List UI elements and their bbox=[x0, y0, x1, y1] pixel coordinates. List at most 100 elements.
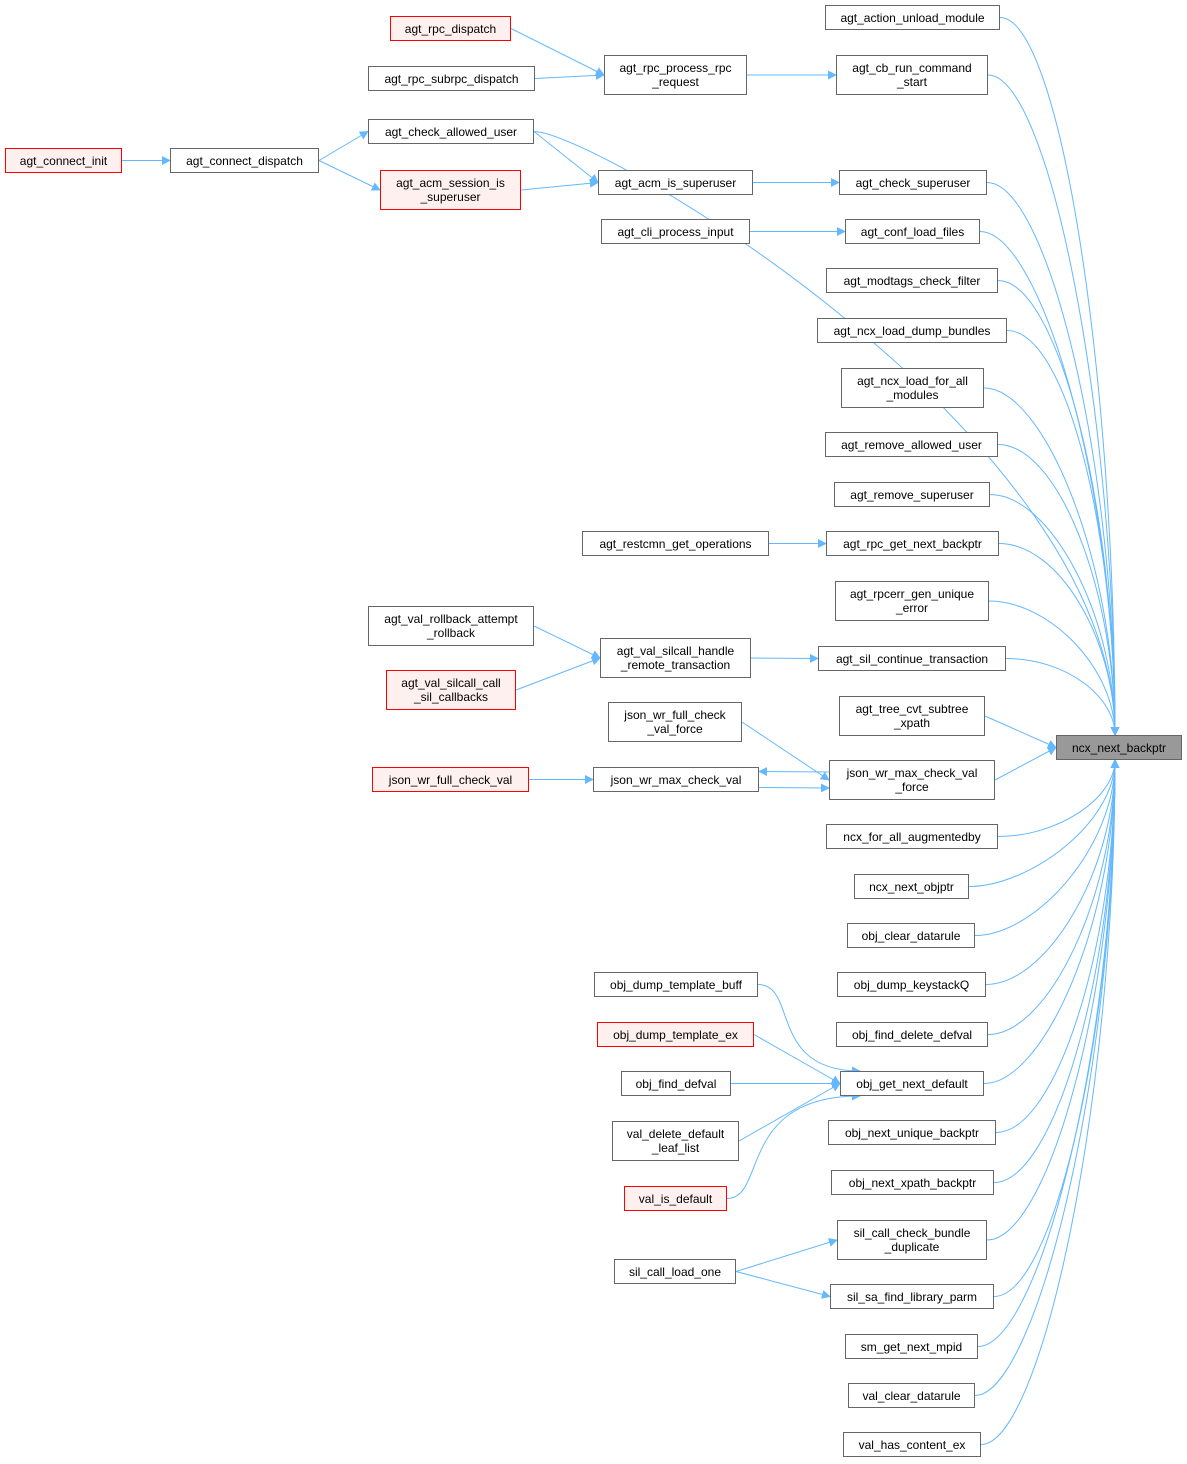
caller-node-agt_rpc_subrpc_dispatch[interactable]: agt_rpc_subrpc_dispatch bbox=[368, 66, 535, 91]
node-label: agt_restcmn_get_operations bbox=[599, 536, 752, 551]
node-label: agt_sil_continue_transaction bbox=[835, 651, 989, 666]
caller-node-agt_val_rollback_attempt_rollback[interactable]: agt_val_rollback_attempt_rollback bbox=[368, 606, 534, 646]
caller-node-json_wr_max_check_val[interactable]: json_wr_max_check_val bbox=[593, 767, 759, 792]
caller-node-obj_find_defval[interactable]: obj_find_defval bbox=[621, 1071, 731, 1096]
caller-node-obj_clear_datarule[interactable]: obj_clear_datarule bbox=[847, 923, 975, 948]
caller-node-obj_find_delete_defval[interactable]: obj_find_delete_defval bbox=[836, 1022, 988, 1047]
caller-node-val_delete_default_leaf_list[interactable]: val_delete_default_leaf_list bbox=[612, 1121, 739, 1161]
caller-node-agt_cb_run_command_start[interactable]: agt_cb_run_command_start bbox=[836, 55, 988, 95]
caller-node-sil_call_check_bundle_duplicate[interactable]: sil_call_check_bundle_duplicate bbox=[837, 1220, 987, 1260]
node-label: agt_modtags_check_filter bbox=[843, 273, 981, 288]
caller-node-sm_get_next_mpid[interactable]: sm_get_next_mpid bbox=[845, 1334, 978, 1359]
caller-node-agt_remove_allowed_user[interactable]: agt_remove_allowed_user bbox=[825, 432, 998, 457]
call-edge bbox=[318, 131, 369, 161]
caller-node-ncx_for_all_augmentedby[interactable]: ncx_for_all_augmentedby bbox=[826, 824, 998, 849]
caller-node-agt_acm_is_superuser[interactable]: agt_acm_is_superuser bbox=[598, 170, 753, 195]
node-label: agt_rpc_get_next_backptr bbox=[843, 536, 982, 551]
caller-node-agt_restcmn_get_operations[interactable]: agt_restcmn_get_operations bbox=[582, 531, 769, 556]
call-edge bbox=[983, 387, 1120, 736]
node-label: agt_ncx_load_for_all bbox=[857, 374, 968, 388]
call-edge bbox=[994, 747, 1057, 781]
caller-node-val_has_content_ex[interactable]: val_has_content_ex bbox=[843, 1432, 981, 1457]
caller-node-agt_ncx_load_for_all_modules[interactable]: agt_ncx_load_for_all_modules bbox=[841, 368, 984, 408]
node-label: _remote_transaction bbox=[620, 658, 731, 672]
caller-node-agt_tree_cvt_subtree_xpath[interactable]: agt_tree_cvt_subtree_xpath bbox=[839, 696, 985, 736]
caller-node-agt_rpc_process_rpc_request[interactable]: agt_rpc_process_rpc_request bbox=[604, 55, 747, 95]
caller-node-agt_val_silcall_call_sil_callbacks[interactable]: agt_val_silcall_call_sil_callbacks bbox=[386, 670, 516, 710]
call-edge bbox=[997, 759, 1120, 837]
call-edge bbox=[997, 280, 1120, 736]
call-edge bbox=[974, 759, 1120, 1396]
node-label: agt_check_superuser bbox=[855, 175, 971, 190]
caller-node-val_clear_datarule[interactable]: val_clear_datarule bbox=[848, 1383, 975, 1408]
node-label: val_delete_default bbox=[626, 1127, 725, 1141]
caller-node-agt_val_silcall_handle_remote_transaction[interactable]: agt_val_silcall_handle_remote_transactio… bbox=[600, 638, 751, 678]
node-label: _rollback bbox=[426, 626, 476, 640]
node-label: agt_rpcerr_gen_unique bbox=[849, 587, 975, 601]
node-label: agt_tree_cvt_subtree bbox=[855, 702, 969, 716]
call-edge bbox=[968, 759, 1120, 887]
call-edge bbox=[986, 759, 1120, 1241]
caller-node-agt_sil_continue_transaction[interactable]: agt_sil_continue_transaction bbox=[818, 646, 1006, 671]
caller-node-json_wr_full_check_val_force[interactable]: json_wr_full_check_val_force bbox=[608, 702, 742, 742]
node-label: agt_check_allowed_user bbox=[384, 124, 518, 139]
caller-node-agt_remove_superuser[interactable]: agt_remove_superuser bbox=[834, 482, 990, 507]
caller-node-agt_connect_init[interactable]: agt_connect_init bbox=[5, 148, 122, 173]
call-edge bbox=[534, 70, 605, 80]
node-label: agt_remove_superuser bbox=[850, 487, 974, 502]
node-label: agt_acm_is_superuser bbox=[614, 175, 737, 190]
caller-node-agt_rpc_get_next_backptr[interactable]: agt_rpc_get_next_backptr bbox=[826, 531, 999, 556]
node-label: json_wr_max_check_val bbox=[610, 772, 742, 787]
caller-node-sil_sa_find_library_parm[interactable]: sil_sa_find_library_parm bbox=[830, 1284, 994, 1309]
caller-node-obj_next_unique_backptr[interactable]: obj_next_unique_backptr bbox=[828, 1120, 996, 1145]
call-edge bbox=[998, 543, 1120, 736]
caller-node-json_wr_max_check_val_force[interactable]: json_wr_max_check_val_force bbox=[829, 760, 995, 800]
call-edge bbox=[533, 131, 599, 184]
target-node-ncx_next_backptr[interactable]: ncx_next_backptr bbox=[1056, 735, 1182, 760]
node-label: ncx_next_backptr bbox=[1071, 740, 1167, 755]
call-edge bbox=[318, 160, 381, 191]
caller-node-agt_modtags_check_filter[interactable]: agt_modtags_check_filter bbox=[826, 268, 998, 293]
caller-node-agt_connect_dispatch[interactable]: agt_connect_dispatch bbox=[170, 148, 319, 173]
call-edge bbox=[997, 444, 1120, 736]
node-label: agt_remove_allowed_user bbox=[841, 437, 982, 452]
node-label: obj_dump_template_ex bbox=[613, 1027, 738, 1042]
node-label: obj_find_delete_defval bbox=[851, 1027, 973, 1042]
caller-node-agt_rpc_dispatch[interactable]: agt_rpc_dispatch bbox=[390, 16, 511, 41]
caller-node-json_wr_full_check_val[interactable]: json_wr_full_check_val bbox=[372, 767, 529, 792]
caller-node-agt_action_unload_module[interactable]: agt_action_unload_module bbox=[825, 5, 1000, 30]
node-label: obj_find_defval bbox=[635, 1076, 717, 1091]
caller-node-obj_next_xpath_backptr[interactable]: obj_next_xpath_backptr bbox=[831, 1170, 994, 1195]
node-label: obj_clear_datarule bbox=[861, 928, 961, 943]
caller-node-agt_acm_session_is_superuser[interactable]: agt_acm_session_is_superuser bbox=[380, 170, 521, 210]
call-edge bbox=[741, 721, 830, 781]
node-label: agt_rpc_process_rpc bbox=[619, 61, 732, 75]
node-label: _duplicate bbox=[884, 1240, 940, 1254]
node-label: sil_call_check_bundle bbox=[853, 1226, 971, 1240]
caller-node-val_is_default[interactable]: val_is_default bbox=[624, 1186, 727, 1211]
call-edge bbox=[1005, 658, 1120, 736]
caller-node-obj_dump_template_buff[interactable]: obj_dump_template_buff bbox=[594, 972, 758, 997]
node-label: _superuser bbox=[420, 190, 481, 204]
caller-node-agt_rpcerr_gen_unique_error[interactable]: agt_rpcerr_gen_unique_error bbox=[835, 581, 989, 621]
caller-node-sil_call_load_one[interactable]: sil_call_load_one bbox=[614, 1259, 736, 1284]
call-edge bbox=[533, 625, 601, 659]
caller-node-agt_check_allowed_user[interactable]: agt_check_allowed_user bbox=[368, 119, 534, 144]
caller-node-agt_check_superuser[interactable]: agt_check_superuser bbox=[839, 170, 987, 195]
caller-node-agt_conf_load_files[interactable]: agt_conf_load_files bbox=[845, 219, 980, 244]
node-label: _val_force bbox=[647, 722, 703, 736]
caller-node-ncx_next_objptr[interactable]: ncx_next_objptr bbox=[854, 874, 969, 899]
call-edge bbox=[750, 653, 819, 663]
node-label: sm_get_next_mpid bbox=[860, 1339, 963, 1354]
caller-node-obj_get_next_default[interactable]: obj_get_next_default bbox=[840, 1071, 984, 1096]
call-edge bbox=[987, 74, 1120, 736]
caller-node-agt_ncx_load_dump_bundles[interactable]: agt_ncx_load_dump_bundles bbox=[817, 318, 1007, 343]
caller-node-obj_dump_template_ex[interactable]: obj_dump_template_ex bbox=[597, 1022, 754, 1047]
caller-node-agt_cli_process_input[interactable]: agt_cli_process_input bbox=[601, 219, 750, 244]
node-label: agt_ncx_load_dump_bundles bbox=[833, 323, 991, 338]
node-label: agt_acm_session_is bbox=[396, 176, 505, 190]
call-edge bbox=[726, 1091, 861, 1199]
caller-node-obj_dump_keystackQ[interactable]: obj_dump_keystackQ bbox=[837, 972, 986, 997]
node-label: obj_dump_keystackQ bbox=[853, 977, 970, 992]
